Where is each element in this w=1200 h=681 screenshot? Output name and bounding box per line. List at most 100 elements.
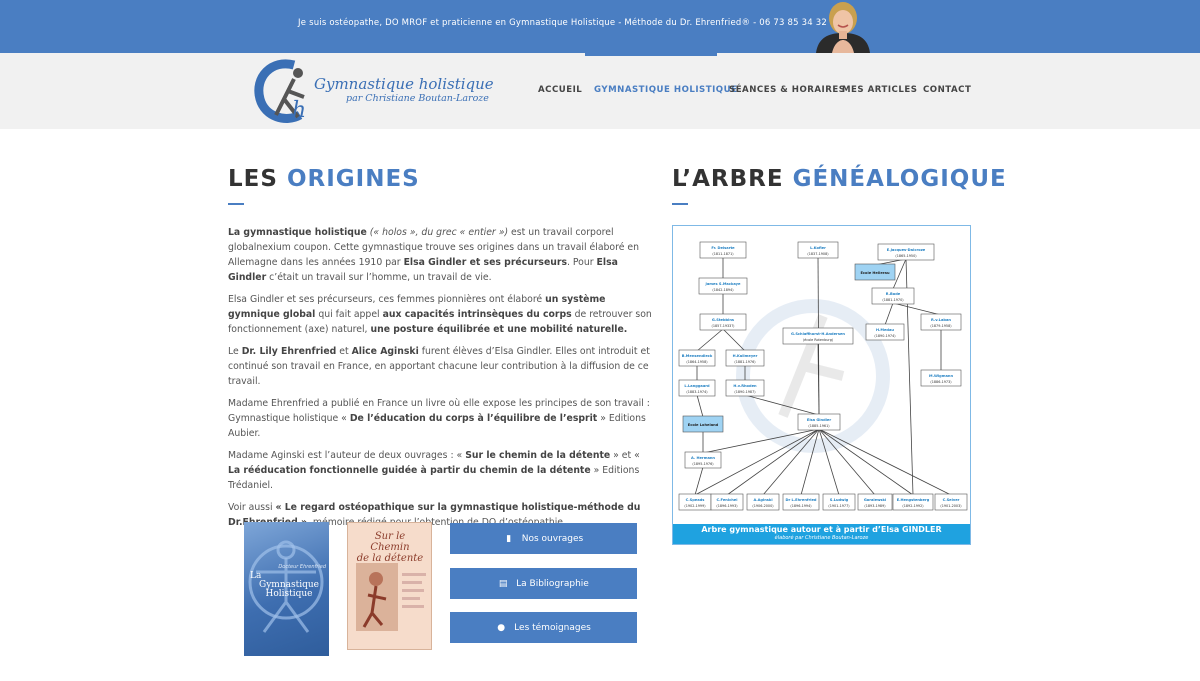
speech-bubble-icon: ● (497, 622, 506, 633)
tree-node: G.Stebbins(1857-1933?) (699, 313, 747, 331)
origins-paragraph-5: Madame Aginski est l’auteur de deux ouvr… (228, 450, 640, 491)
tree-node-box (699, 313, 747, 331)
tree-node-dates: (1896-1993) (716, 504, 738, 508)
book-cover-sur-le-chemin[interactable]: Sur le Chemin de la détente (347, 522, 432, 650)
tree-node-name: H.Kallmeyer (733, 354, 758, 358)
tree-node: A. Hermann (1895-1976) (684, 451, 722, 469)
tree-node-dates: (1879-1958) (930, 324, 952, 328)
author-portrait (808, 0, 878, 53)
tree-node-name: Ecole Loheland (688, 423, 719, 427)
tree-node: E.Jacques-Dalcroze(1865-1950) (877, 243, 935, 261)
tree-connector-line (694, 428, 820, 496)
logo-emblem: h (254, 59, 306, 123)
tree-connectors (694, 256, 952, 496)
tree-node-name: H.v.Rhoden (733, 384, 757, 388)
tree-caption-subtitle: élaboré par Christiane Boutan-Laroze (774, 535, 869, 541)
tree-connector-line (818, 428, 952, 496)
tree-node-name: E.Jacques-Dalcroze (887, 248, 926, 252)
tree-node-dates: (1886-1973) (930, 380, 952, 384)
site-logo[interactable]: h Gymnastique holistique par Christiane … (254, 59, 494, 123)
temoignages-button[interactable]: ● Les témoignages (450, 612, 637, 643)
tree-node: C.Fenichel (1896-1993) (710, 493, 744, 511)
tree-node-dates: (1837-1908) (807, 252, 829, 256)
tree-connector-line (818, 428, 914, 496)
tree-node-dates: (1895-1976) (692, 462, 714, 466)
tree-node-name: C.Speads (686, 498, 705, 502)
tree-node-box (725, 379, 765, 397)
tree-node-dates: (école Rotenburg) (803, 338, 834, 342)
tree-node-name: R.Bode (886, 292, 901, 296)
contact-tagline: Je suis ostéopathe, DO MROF et praticien… (298, 18, 827, 28)
bibliographie-button[interactable]: ▤ La Bibliographie (450, 568, 637, 599)
tree-node-box (678, 379, 716, 397)
nav-seances-horaires[interactable]: SÉANCES & HORAIRES (729, 85, 846, 95)
tree-connector-line (722, 328, 746, 352)
tree-node-dates: (1896-1994) (790, 504, 812, 508)
origins-heading-rule (228, 203, 244, 205)
tree-node: H.Medau(1890-1974) (865, 323, 905, 341)
tree-node-dates: (1842-1894) (712, 288, 734, 292)
nav-contact[interactable]: CONTACT (923, 85, 972, 95)
tree-node-name: C.Selver (943, 498, 960, 502)
tree-connector-line (817, 342, 820, 416)
tree-node-dates: (1883-1974) (686, 390, 708, 394)
tree-node-box (678, 349, 716, 367)
tree-graph: Fr. Delsarte(1811-1871) L.Kofler (1837-190… (678, 241, 968, 511)
vitruvian-figure-icon (248, 540, 324, 633)
tree-node-dates: (1902-1999) (684, 504, 706, 508)
origins-paragraph-2: Elsa Gindler et ses précurseurs, ces fem… (228, 294, 652, 335)
tree-node: L.Langgaard (1883-1974) (678, 379, 716, 397)
tree-node-name: A.Aginski (753, 498, 772, 502)
tree-node-box (865, 323, 905, 341)
origins-paragraph-1: La gymnastique holistique (« holos », du… (228, 227, 640, 283)
logo-title: Gymnastique holistique (314, 75, 494, 93)
tree-node: Ecole Hellerau (854, 263, 896, 281)
tree-node-box (854, 263, 896, 281)
genealogy-tree-diagram[interactable]: Fr. Delsarte(1811-1871) L.Kofler (1837-190… (672, 225, 971, 545)
tree-node-name: A. Hermann (691, 456, 715, 460)
tree-node: C.Speads (1902-1999) (678, 493, 712, 511)
tree-node: Fr. Delsarte(1811-1871) (699, 241, 747, 259)
tree-node: Dr L.Ehrenfried (1896-1994) (782, 493, 820, 511)
tree-node: Ecole Loheland (682, 415, 724, 433)
tree-node-name: R.v.Laban (931, 318, 951, 322)
tree-connector-line (884, 302, 894, 326)
tree-node-name: M.Wigmann (929, 374, 953, 378)
origins-text: La gymnastique holistique (« holos », du… (228, 225, 654, 537)
tree-node-name: L.Kofler (810, 246, 826, 250)
site-header: h Gymnastique holistique par Christiane … (0, 53, 1200, 129)
tree-connector-line (892, 302, 942, 316)
svg-text:h: h (292, 98, 306, 123)
tree-caption-title: Arbre gymnastique autour et à partir d’E… (701, 525, 942, 534)
tree-node-dates: (1901-1977) (828, 504, 850, 508)
tree-node-name: L.Langgaard (684, 384, 710, 388)
tree-node-name: S.Ludwig (830, 498, 849, 502)
tree-node-name: Ecole Hellerau (860, 271, 890, 275)
tree-node-name: H.Medau (876, 328, 894, 332)
tree-node: R.v.Laban (1879-1958) (920, 313, 962, 331)
tree-caption-banner: Arbre gymnastique autour et à partir d’E… (673, 524, 970, 544)
tree-connector-line (800, 428, 820, 496)
tree-node-name: E.Hengstenberg (897, 498, 930, 502)
tree-heading: L’ARBRE GÉNÉALOGIQUE (672, 166, 1007, 192)
tree-node: B.Mensendieck(1864-1958) (678, 349, 716, 367)
nav-gymnastique-holistique[interactable]: GYMNASTIQUE HOLISTIQUE (594, 85, 738, 95)
tree-node-box (822, 493, 856, 511)
tree-node-dates: (1864-1958) (686, 360, 708, 364)
tree-node-box (698, 277, 748, 295)
nos-ouvrages-button[interactable]: ▮ Nos ouvrages (450, 523, 637, 554)
book-cover-gymnastique-holistique[interactable]: Docteur Ehrenfried La Gymnastique Holist… (244, 522, 329, 656)
tree-node-name: Goralewski (864, 498, 886, 502)
nav-accueil[interactable]: ACCUEIL (538, 85, 583, 95)
tree-node-box (920, 313, 962, 331)
tree-node-dates: (1906-2000) (752, 504, 774, 508)
nav-mes-articles[interactable]: MES ARTICLES (842, 85, 918, 95)
tree-node-dates: (1901-2003) (940, 504, 962, 508)
tree-node-name: Dr L.Ehrenfried (785, 498, 816, 502)
tree-connector-line (694, 466, 704, 496)
tree-connector-line (696, 328, 724, 352)
tree-node-box (892, 493, 934, 511)
tree-node-box (746, 493, 780, 511)
tree-node-box (877, 243, 935, 261)
tree-node-name: C.Fenichel (717, 498, 738, 502)
